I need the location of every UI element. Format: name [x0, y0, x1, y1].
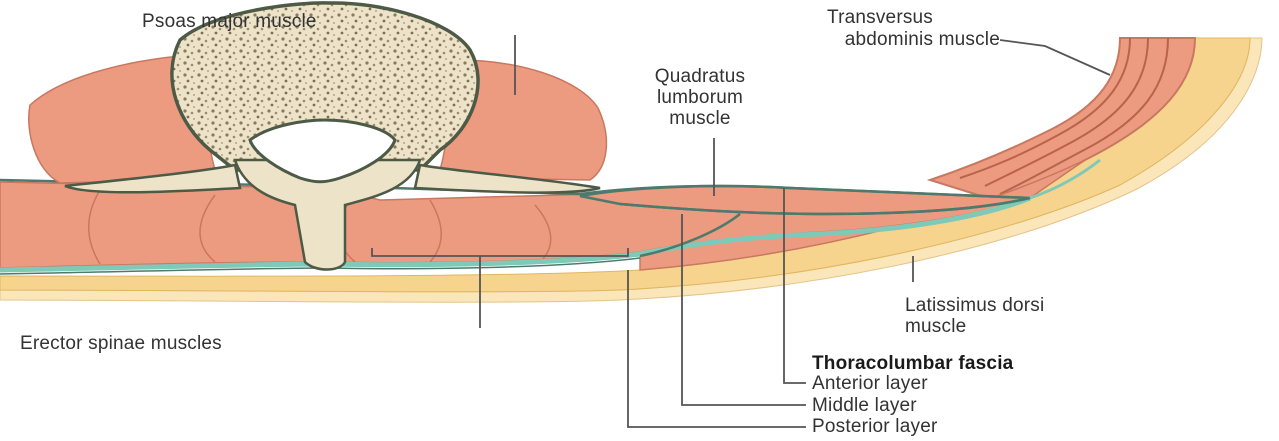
label-quadratus-line3: muscle — [600, 108, 800, 130]
label-psoas-major: Psoas major muscle — [142, 11, 317, 33]
label-latissimus-line1: Latissimus dorsi — [905, 295, 1044, 317]
label-transversus-line1: Transversus — [740, 7, 1020, 29]
label-latissimus-line2: muscle — [905, 316, 966, 338]
label-erector-spinae: Erector spinae muscles — [20, 333, 222, 355]
label-transversus-line2: abdominis muscle — [720, 29, 1000, 51]
label-quadratus-line1: Quadratus — [600, 66, 800, 88]
leader-transversus — [1000, 40, 1110, 75]
label-thoracolumbar-fascia: Thoracolumbar fascia — [812, 353, 1013, 375]
label-quadratus-line2: lumborum — [600, 87, 800, 109]
label-posterior-layer: Posterior layer — [812, 416, 938, 438]
label-middle-layer: Middle layer — [812, 395, 917, 417]
label-anterior-layer: Anterior layer — [812, 373, 928, 395]
